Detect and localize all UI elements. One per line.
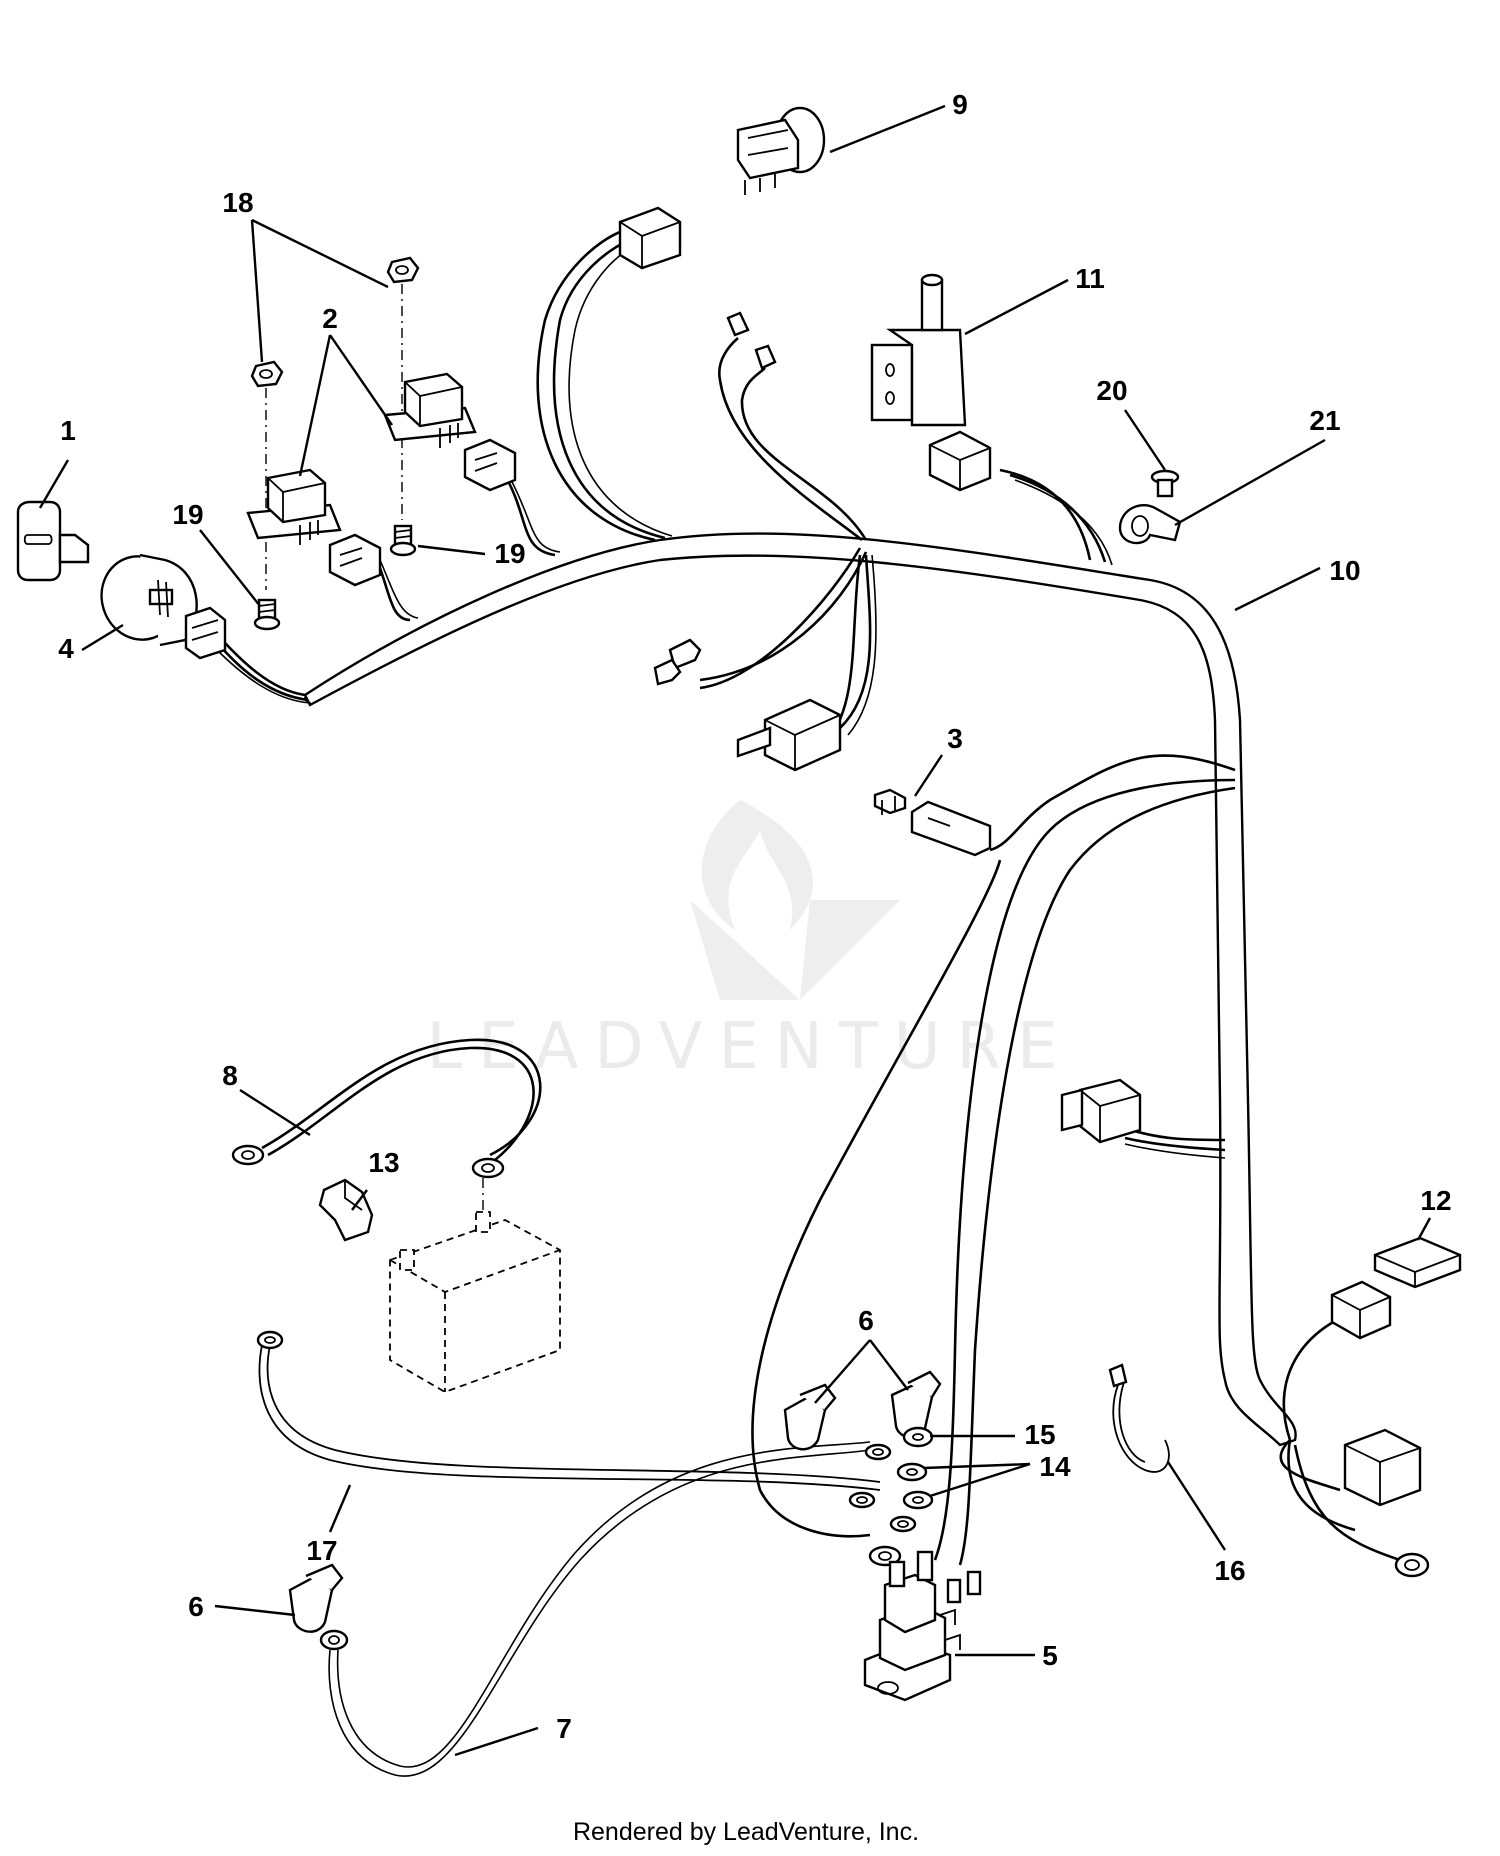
callout-8: 8 [222,1060,238,1091]
ground-ring-terminal [1394,1552,1430,1578]
relay-left-connector [328,533,382,587]
relay-nut-right [386,256,420,284]
middle-harness-connector [736,698,842,772]
relay-right [383,372,477,448]
callout-5: 5 [1042,1640,1058,1671]
leadventure-watermark: LEADVENTURE [427,800,1074,1084]
rear-connector [1343,1428,1422,1507]
callout-3: 3 [947,723,963,754]
fuse [873,788,907,815]
terminal-boot [318,1178,374,1242]
solenoid-nut [902,1426,934,1448]
harness-side-connector [1060,1078,1142,1144]
callout-1: 1 [60,415,76,446]
callout-7: 7 [556,1713,572,1744]
loose-boot [288,1563,344,1633]
callout-11: 11 [1075,263,1105,294]
callout-6-loose: 6 [188,1591,204,1622]
callout-14: 14 [1039,1451,1071,1482]
callout-9: 9 [952,89,968,120]
callout-21: 21 [1309,405,1340,436]
solenoid-washer-1 [896,1462,928,1482]
relay-left [246,468,342,545]
callout-19-left: 19 [172,499,203,530]
spade-terminals-top [726,311,777,370]
solenoid-washer-2 [902,1490,934,1510]
callout-2: 2 [322,303,338,334]
diode-module [1373,1236,1462,1289]
watermark-text: LEADVENTURE [427,1010,1074,1084]
relay-bolt-left [253,598,281,631]
pto-switch [736,106,826,195]
harness-clamp [1118,504,1182,545]
callout-13: 13 [368,1147,399,1178]
leader-lines [38,104,1432,1757]
positive-cable [256,1330,881,1509]
cable-terminal-a [889,1515,917,1533]
solenoid-boot-1 [783,1383,837,1451]
top-harness-connector [618,206,682,270]
ignition-key [16,500,90,582]
callout-16: 16 [1214,1555,1245,1586]
callout-6-solenoid: 6 [858,1305,874,1336]
callout-15: 15 [1024,1419,1055,1450]
cable-tie [1108,1363,1170,1473]
spade-terminals-middle [653,638,702,686]
callout-12: 12 [1420,1185,1451,1216]
footer-credit: Rendered by LeadVenture, Inc. [573,1818,919,1846]
callout-4: 4 [58,633,74,664]
relay-bolt-right [389,524,417,557]
starter-solenoid [863,1550,982,1702]
battery [389,1178,561,1393]
ground-cable [231,1038,542,1179]
callout-17: 17 [306,1535,337,1566]
module-connector [1330,1280,1392,1340]
callout-labels: 1 2 3 4 5 6 6 7 8 9 10 11 12 13 14 15 16… [58,89,1451,1744]
relay-nut-left [250,360,284,388]
ignition-switch-connector [184,606,227,660]
battery-cable [319,1441,892,1777]
ignition-switch [100,553,198,647]
callout-19-right: 19 [494,538,525,569]
clamp-screw [1150,469,1180,498]
cable-terminal-b [868,1545,902,1567]
callout-10: 10 [1329,555,1360,586]
harness-wires [214,230,1401,1566]
fuse-holder [910,800,992,857]
relay-right-connector [463,438,517,492]
callout-18: 18 [222,187,253,218]
seat-switch-connector [928,430,992,492]
callout-20: 20 [1096,375,1127,406]
seat-switch [870,273,967,427]
